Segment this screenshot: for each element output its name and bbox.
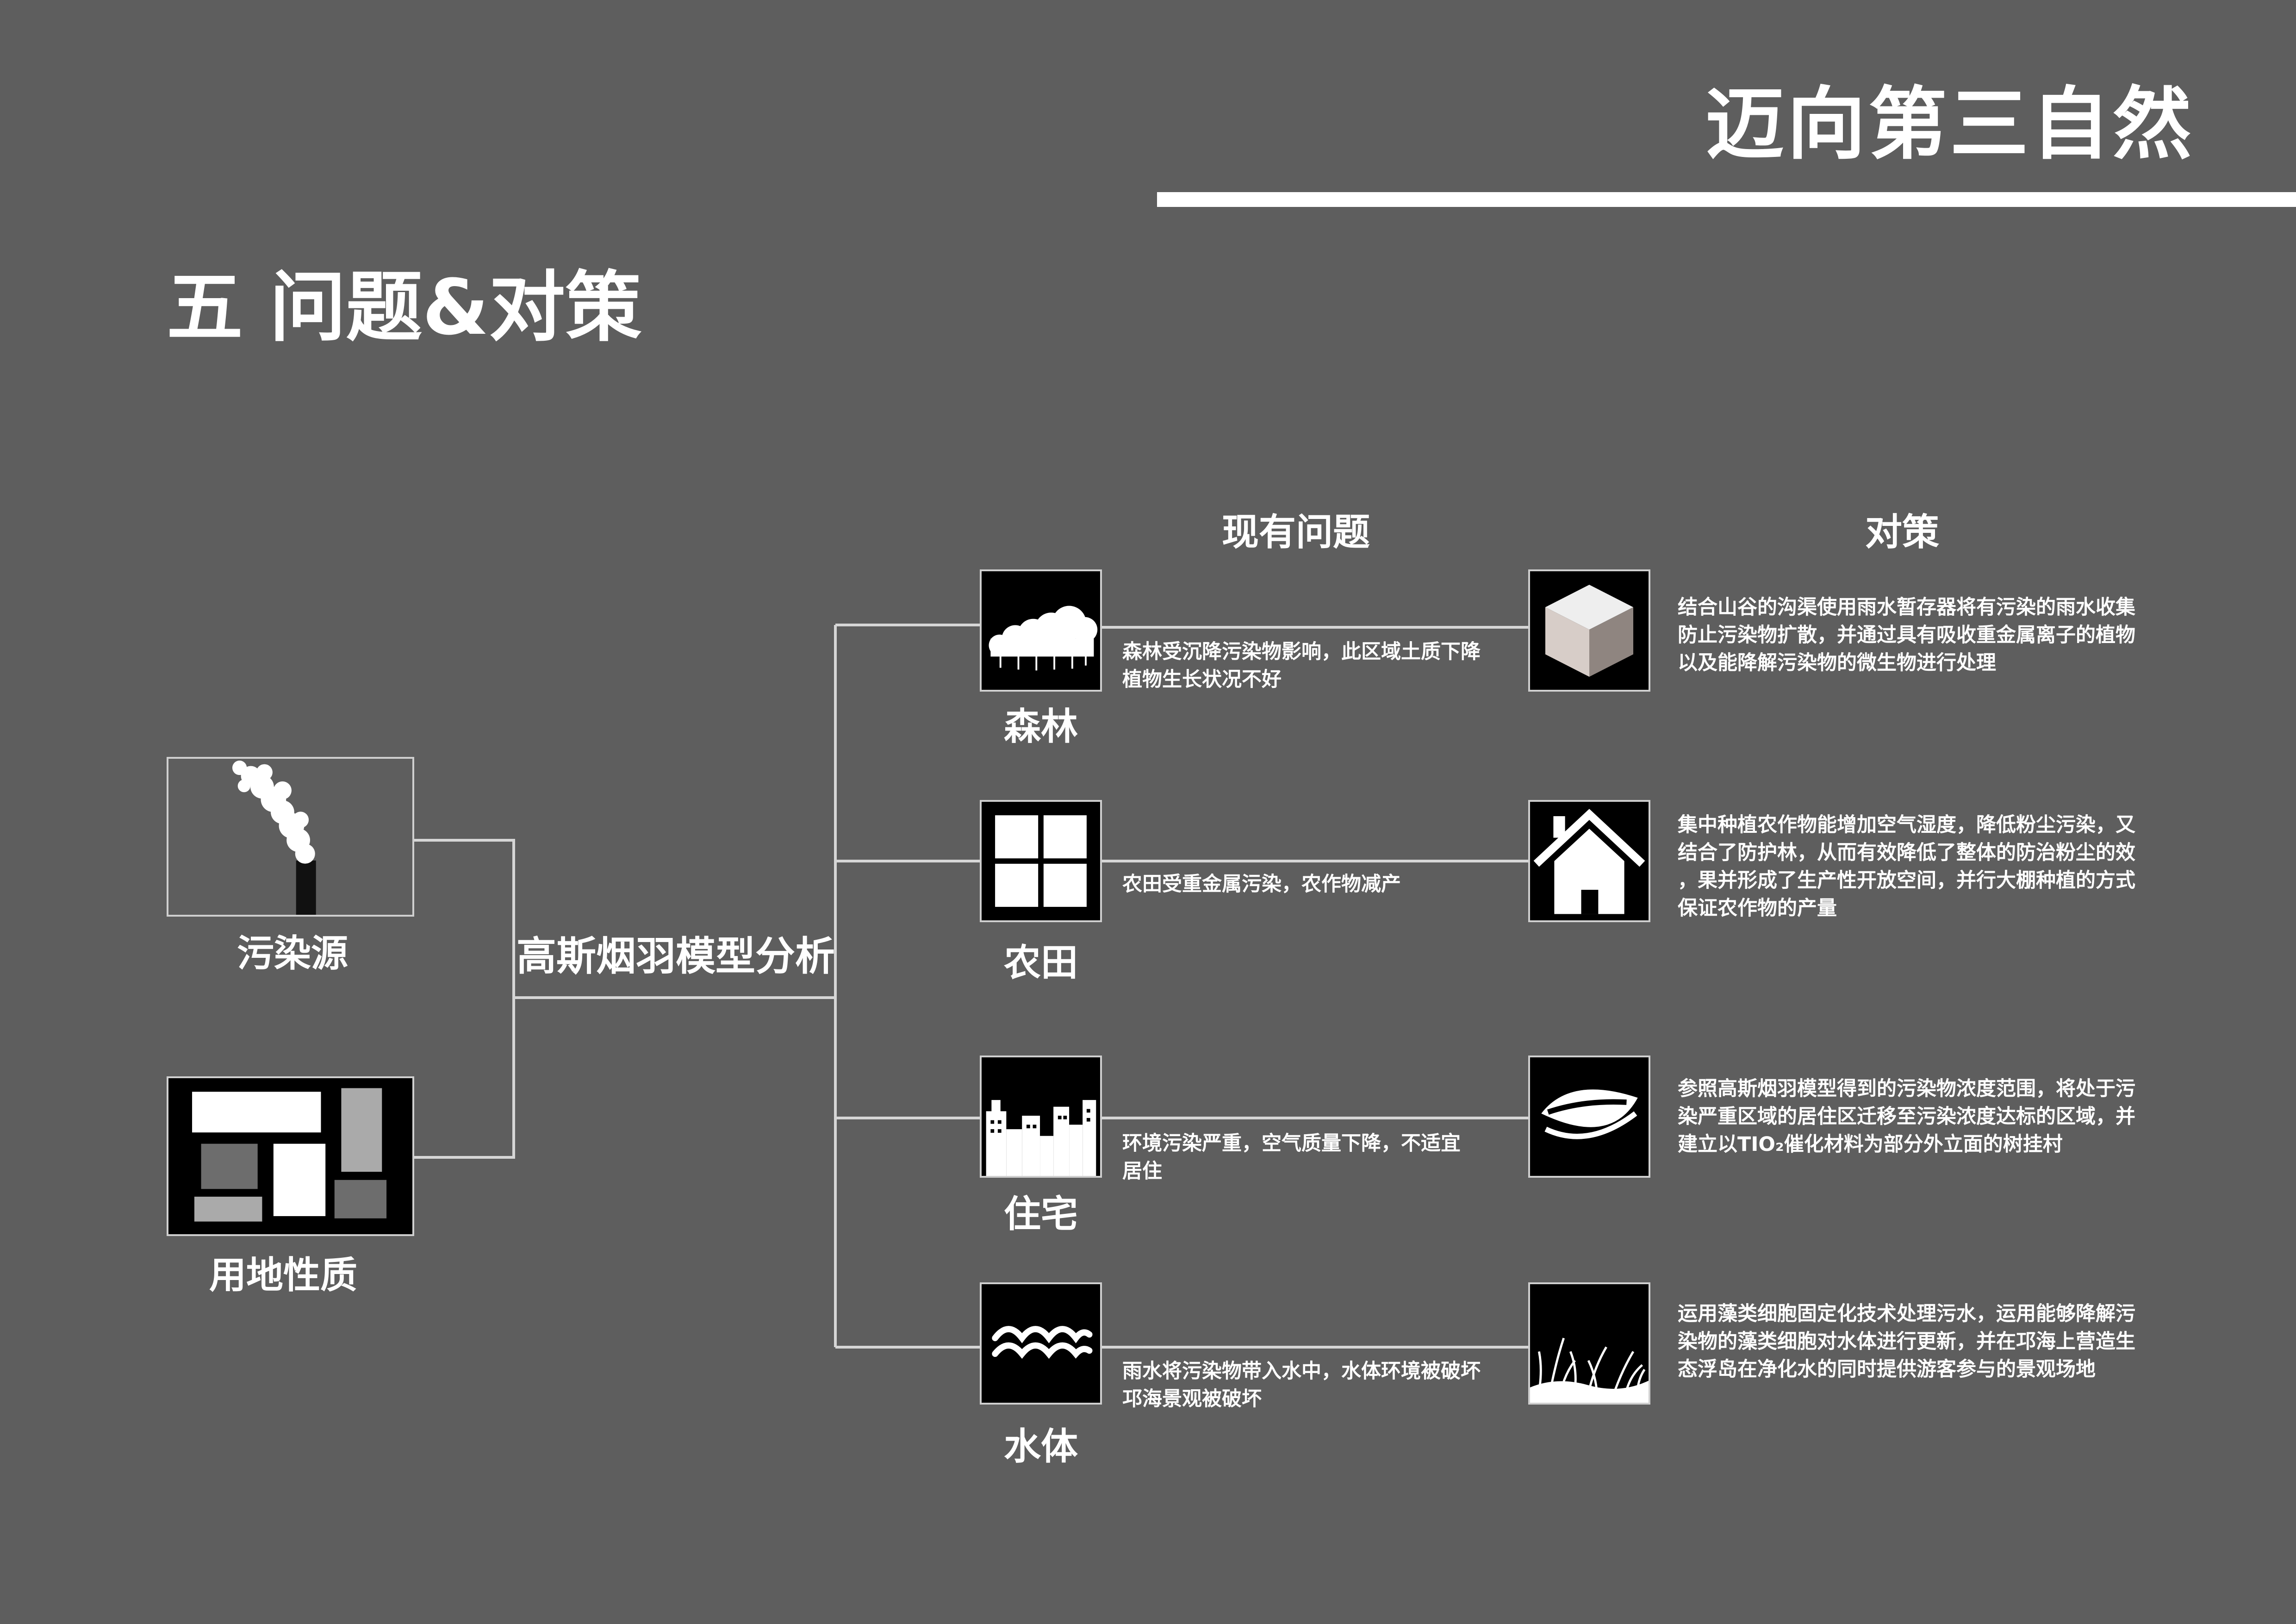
section-title: 五 问题&对策 [167,263,642,352]
column-heading-problems: 现有问题 [1222,511,1370,554]
solution-line: 防止污染物扩散，并通过具有吸收重金属离子的植物 [1678,624,2135,647]
solution-line: 保证农作物的产量 [1678,897,1837,920]
land-use-box [167,1076,414,1236]
input-label-pollution-source: 污染源 [237,932,348,975]
solution-line: 结合山谷的沟渠使用雨水暂存器将有污染的雨水收集 [1678,596,2135,619]
smokestack-icon [232,760,316,915]
problem-box-residential [980,1056,1102,1178]
problem-text-forest: 森林受沉降污染物影响，此区域土质下降 植物生长状况不好 [1122,638,1481,693]
cube-icon [1545,585,1634,677]
problem-line: 植物生长状况不好 [1122,668,1282,691]
solution-line: 以及能降解污染物的微生物进行处理 [1678,651,1996,675]
problem-line: 环境污染严重，空气质量下降，不适宜 [1122,1132,1461,1155]
pollution-source-box [167,757,414,917]
solution-text-residential: 参照高斯烟羽模型得到的污染物浓度范围，将处于污 染严重区域的居住区迁移至污染浓度… [1678,1075,2135,1158]
solution-text-forest: 结合山谷的沟渠使用雨水暂存器将有污染的雨水收集 防止污染物扩散，并通过具有吸收重… [1678,593,2135,677]
problem-text-residential: 环境污染严重，空气质量下降，不适宜 居住 [1122,1130,1461,1185]
gaussian-plume-analysis-label: 高斯烟羽模型分析 [516,933,835,980]
page-header-title: 迈向第三自然 [1705,79,2194,170]
land-use-map-icon [192,1088,387,1222]
solution-line: ，果并形成了生产性开放空间，并行大棚种植的方式 [1678,869,2135,892]
solution-line: 建立以TIO₂催化材料为部分外立面的树挂村 [1678,1133,2063,1156]
solution-box-forest [1528,569,1650,692]
solution-box-farmland [1528,800,1650,922]
problem-line: 居住 [1122,1160,1162,1183]
city-skyline-icon [986,1100,1096,1176]
water-waves-icon [992,1326,1093,1359]
problem-box-farmland [980,800,1102,922]
farmland-grid-icon [995,815,1087,907]
solution-line: 染严重区域的居住区迁移至污染浓度达标的区域，并 [1678,1105,2135,1128]
house-icon [1533,809,1645,914]
solution-text-farmland: 集中种植农作物能增加空气湿度，降低粉尘污染，又 结合了防护林，从而有效降低了整体… [1678,811,2135,922]
solution-line: 态浮岛在净化水的同时提供游客参与的景观场地 [1678,1358,2096,1381]
input-label-land-use: 用地性质 [209,1254,357,1297]
row-label-farmland: 农田 [1004,941,1078,984]
solution-box-water [1528,1282,1650,1405]
reeds-icon [1530,1337,1649,1403]
forest-icon [989,606,1098,671]
column-heading-countermeasures: 对策 [1865,511,1939,554]
solution-line: 集中种植农作物能增加空气湿度，降低粉尘污染，又 [1678,813,2135,837]
solution-text-water: 运用藻类细胞固定化技术处理污水，运用能够降解污 染物的藻类细胞对水体进行更新，并… [1678,1300,2135,1383]
solution-line: 运用藻类细胞固定化技术处理污水，运用能够降解污 [1678,1302,2135,1325]
input-bracket-line [414,839,515,1159]
problem-line: 邛海景观被破坏 [1122,1387,1262,1411]
problem-line: 森林受沉降污染物影响，此区域土质下降 [1122,640,1481,663]
problem-line: 雨水将污染物带入水中，水体环境被破坏 [1122,1360,1481,1383]
solution-line: 参照高斯烟羽模型得到的污染物浓度范围，将处于污 [1678,1077,2135,1100]
problem-box-water [980,1282,1102,1405]
problem-line: 农田受重金属污染，农作物减产 [1122,873,1401,896]
row-label-residential: 住宅 [1004,1193,1078,1236]
solution-line: 结合了防护林，从而有效降低了整体的防治粉尘的效 [1678,841,2135,864]
problem-box-forest [980,569,1102,692]
header-divider [1157,192,2296,207]
problem-text-water: 雨水将污染物带入水中，水体环境被破坏 邛海景观被破坏 [1122,1357,1481,1413]
solution-line: 染物的藻类细胞对水体进行更新，并在邛海上营造生 [1678,1330,2135,1353]
row-label-forest: 森林 [1004,705,1078,748]
leaf-roof-icon [1541,1089,1638,1139]
solution-box-residential [1528,1056,1650,1178]
problem-text-farmland: 农田受重金属污染，农作物减产 [1122,870,1401,898]
row-label-water: 水体 [1004,1425,1078,1468]
